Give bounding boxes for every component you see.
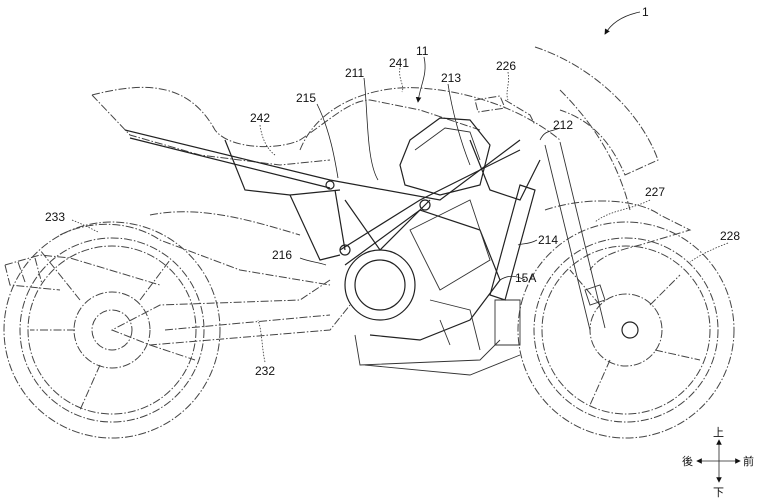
label-242: 242 (250, 111, 270, 125)
label-227: 227 (645, 185, 665, 199)
direction-indicator: 上 下 前 後 (682, 426, 754, 499)
label-228: 228 (720, 229, 740, 243)
label-211: 211 (345, 66, 364, 80)
label-232: 232 (255, 364, 275, 378)
radiator (490, 185, 535, 345)
label-1: 1 (642, 5, 649, 19)
swingarm (112, 280, 350, 345)
seat-tail-fairing (92, 87, 480, 235)
fuel-tank-outline (300, 88, 560, 150)
direction-down: 下 (713, 486, 724, 499)
label-214: 214 (538, 233, 558, 247)
label-212: 212 (553, 118, 573, 132)
direction-up: 上 (713, 426, 724, 439)
label-241: 241 (389, 56, 409, 70)
direction-rear: 後 (682, 454, 693, 468)
label-226: 226 (496, 59, 516, 73)
front-fairing (535, 47, 690, 270)
label-213: 213 (441, 71, 461, 85)
label-215: 215 (296, 91, 316, 105)
direction-front: 前 (743, 454, 754, 468)
label-216: 216 (272, 248, 292, 262)
engine (345, 200, 520, 375)
label-15A: 15A (515, 271, 536, 285)
label-11: 11 (416, 44, 429, 58)
label-233: 233 (45, 210, 65, 224)
front-wheel (518, 222, 734, 438)
